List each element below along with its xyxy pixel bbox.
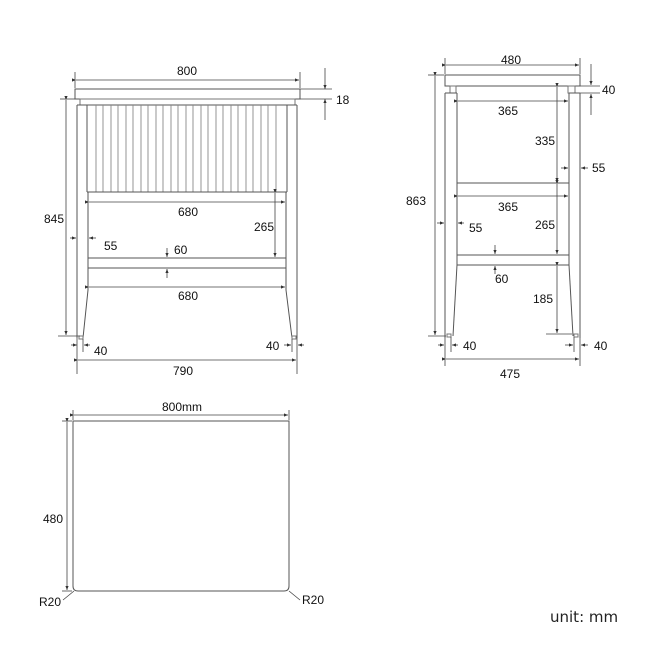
side-rail: [456, 254, 570, 266]
side-top-thickness-label: 40: [602, 83, 616, 97]
radius-left-label: R20: [39, 595, 61, 609]
side-mid-gap-label: 265: [535, 218, 555, 232]
front-apron-width-label: 680: [178, 205, 198, 219]
side-foot-left-label: 40: [463, 339, 477, 353]
side-top-depth-label: 480: [501, 53, 521, 67]
front-top-slab: [74, 88, 301, 100]
front-drawer-rail-gap-label: 265: [254, 220, 274, 234]
front-leg-width-label: 55: [104, 239, 118, 253]
side-rail-height-label: 60: [495, 272, 509, 286]
unit-label: unit: mm: [550, 608, 619, 626]
front-base-width-label: 790: [173, 364, 193, 378]
front-foot-left-label: 40: [94, 344, 108, 358]
side-height-label: 863: [406, 194, 426, 208]
side-inner-top-label: 365: [498, 104, 518, 118]
front-top-width-label: 800: [177, 64, 197, 78]
front-rail: [87, 257, 287, 269]
side-base-depth-label: 475: [500, 367, 520, 381]
top-view: 800mm 480 R20 R20: [39, 400, 324, 609]
side-foot-right-label: 40: [594, 339, 608, 353]
top-width-label: 800mm: [162, 400, 202, 414]
countertop-outline: [72, 420, 290, 592]
front-lower-width-label: 680: [178, 289, 198, 303]
front-foot-right-label: 40: [266, 339, 280, 353]
top-depth-label: 480: [43, 512, 63, 526]
front-height-label: 845: [44, 212, 64, 226]
radius-right-label: R20: [302, 593, 324, 607]
front-view: 800 18 845 680 265 55 60 680 40 40: [44, 64, 350, 378]
side-leg-width-left-label: 55: [469, 221, 483, 235]
side-leg-width-right-label: 55: [592, 161, 606, 175]
front-top-thickness-label: 18: [336, 93, 350, 107]
side-upper-gap-label: 335: [535, 134, 555, 148]
fluted-drawer-front: [95, 105, 277, 192]
side-lower-gap-label: 185: [533, 292, 553, 306]
front-rail-height-label: 60: [174, 243, 188, 257]
side-view: 480 40 365 335 55 863 365 55 265 60 185: [406, 53, 616, 381]
side-top-slab: [444, 74, 581, 87]
side-inner-mid-label: 365: [498, 200, 518, 214]
